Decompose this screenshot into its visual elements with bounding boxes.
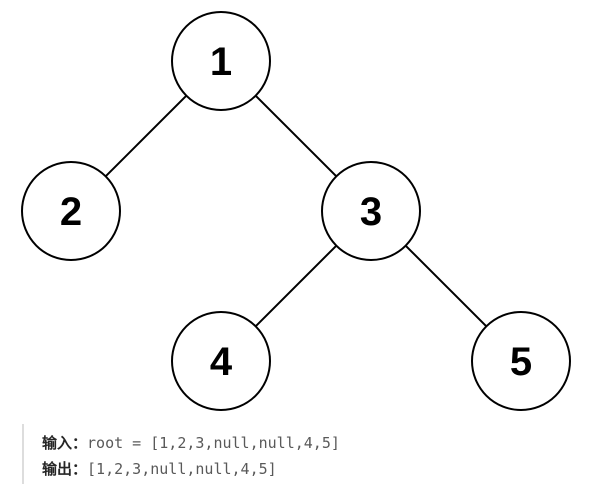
tree-node-label: 1 (210, 40, 232, 84)
input-value: root = [1,2,3,null,null,4,5] (87, 434, 340, 452)
tree-edge (404, 244, 488, 328)
tree-edges (104, 94, 488, 328)
tree-edge (254, 244, 338, 328)
input-line: 输入：root = [1,2,3,null,null,4,5] (42, 430, 522, 456)
binary-tree-diagram: 1 2 3 4 5 (21, 11, 571, 411)
tree-node: 2 (21, 161, 121, 261)
tree-edge (254, 94, 338, 178)
tree-node: 1 (171, 11, 271, 111)
tree-node-circle (321, 161, 421, 261)
tree-node-label: 3 (360, 190, 382, 234)
output-line: 输出：[1,2,3,null,null,4,5] (42, 456, 522, 482)
input-label: 输入： (42, 434, 88, 452)
tree-node-circle (21, 161, 121, 261)
tree-node-circle (171, 11, 271, 111)
tree-node: 3 (321, 161, 421, 261)
tree-edge (104, 94, 188, 178)
tree-node-circle (171, 311, 271, 411)
tree-node-circle (471, 311, 571, 411)
output-label: 输出： (42, 460, 88, 478)
tree-node-label: 4 (210, 340, 233, 384)
tree-node-label: 5 (510, 340, 532, 384)
output-value: [1,2,3,null,null,4,5] (87, 460, 277, 478)
tree-nodes: 1 2 3 4 5 (21, 11, 571, 411)
tree-node-label: 2 (60, 190, 82, 234)
tree-node: 4 (171, 311, 271, 411)
example-block: 输入：root = [1,2,3,null,null,4,5] 输出：[1,2,… (22, 424, 522, 484)
tree-node: 5 (471, 311, 571, 411)
